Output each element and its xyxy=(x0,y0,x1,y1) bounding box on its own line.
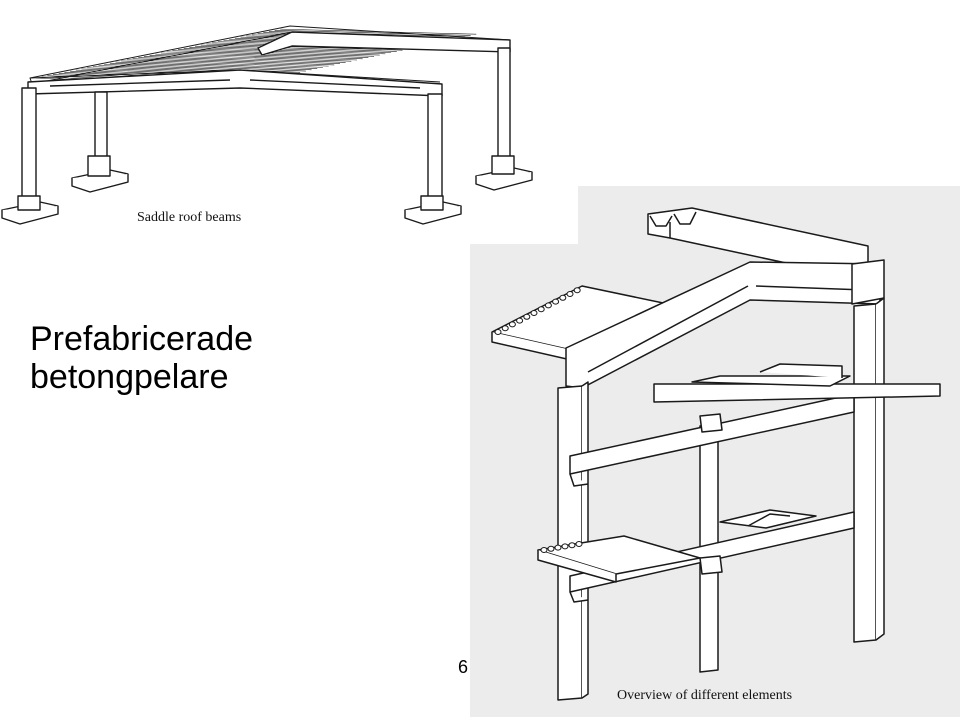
floor-beams-lower xyxy=(537,509,855,603)
pad-footings xyxy=(1,155,533,225)
hollow-core-slab-top xyxy=(491,285,669,363)
saddle-roof-beams-drawing xyxy=(0,0,540,235)
back-saddle-beam xyxy=(257,31,511,56)
columns xyxy=(21,47,511,201)
top-figure-caption: Saddle roof beams xyxy=(137,210,242,225)
slide-title: Prefabricerade betongpelare xyxy=(30,320,253,396)
title-line-1: Prefabricerade xyxy=(30,320,254,358)
saddle-beam xyxy=(565,261,881,389)
floor-beams-upper xyxy=(569,363,941,487)
front-saddle-beam xyxy=(27,69,443,97)
title-line-2: betongpelare xyxy=(30,358,229,396)
page-number: 6 xyxy=(458,657,469,677)
bottom-figure-caption: Overview of different elements xyxy=(617,688,793,703)
overview-elements-drawing xyxy=(470,186,960,717)
